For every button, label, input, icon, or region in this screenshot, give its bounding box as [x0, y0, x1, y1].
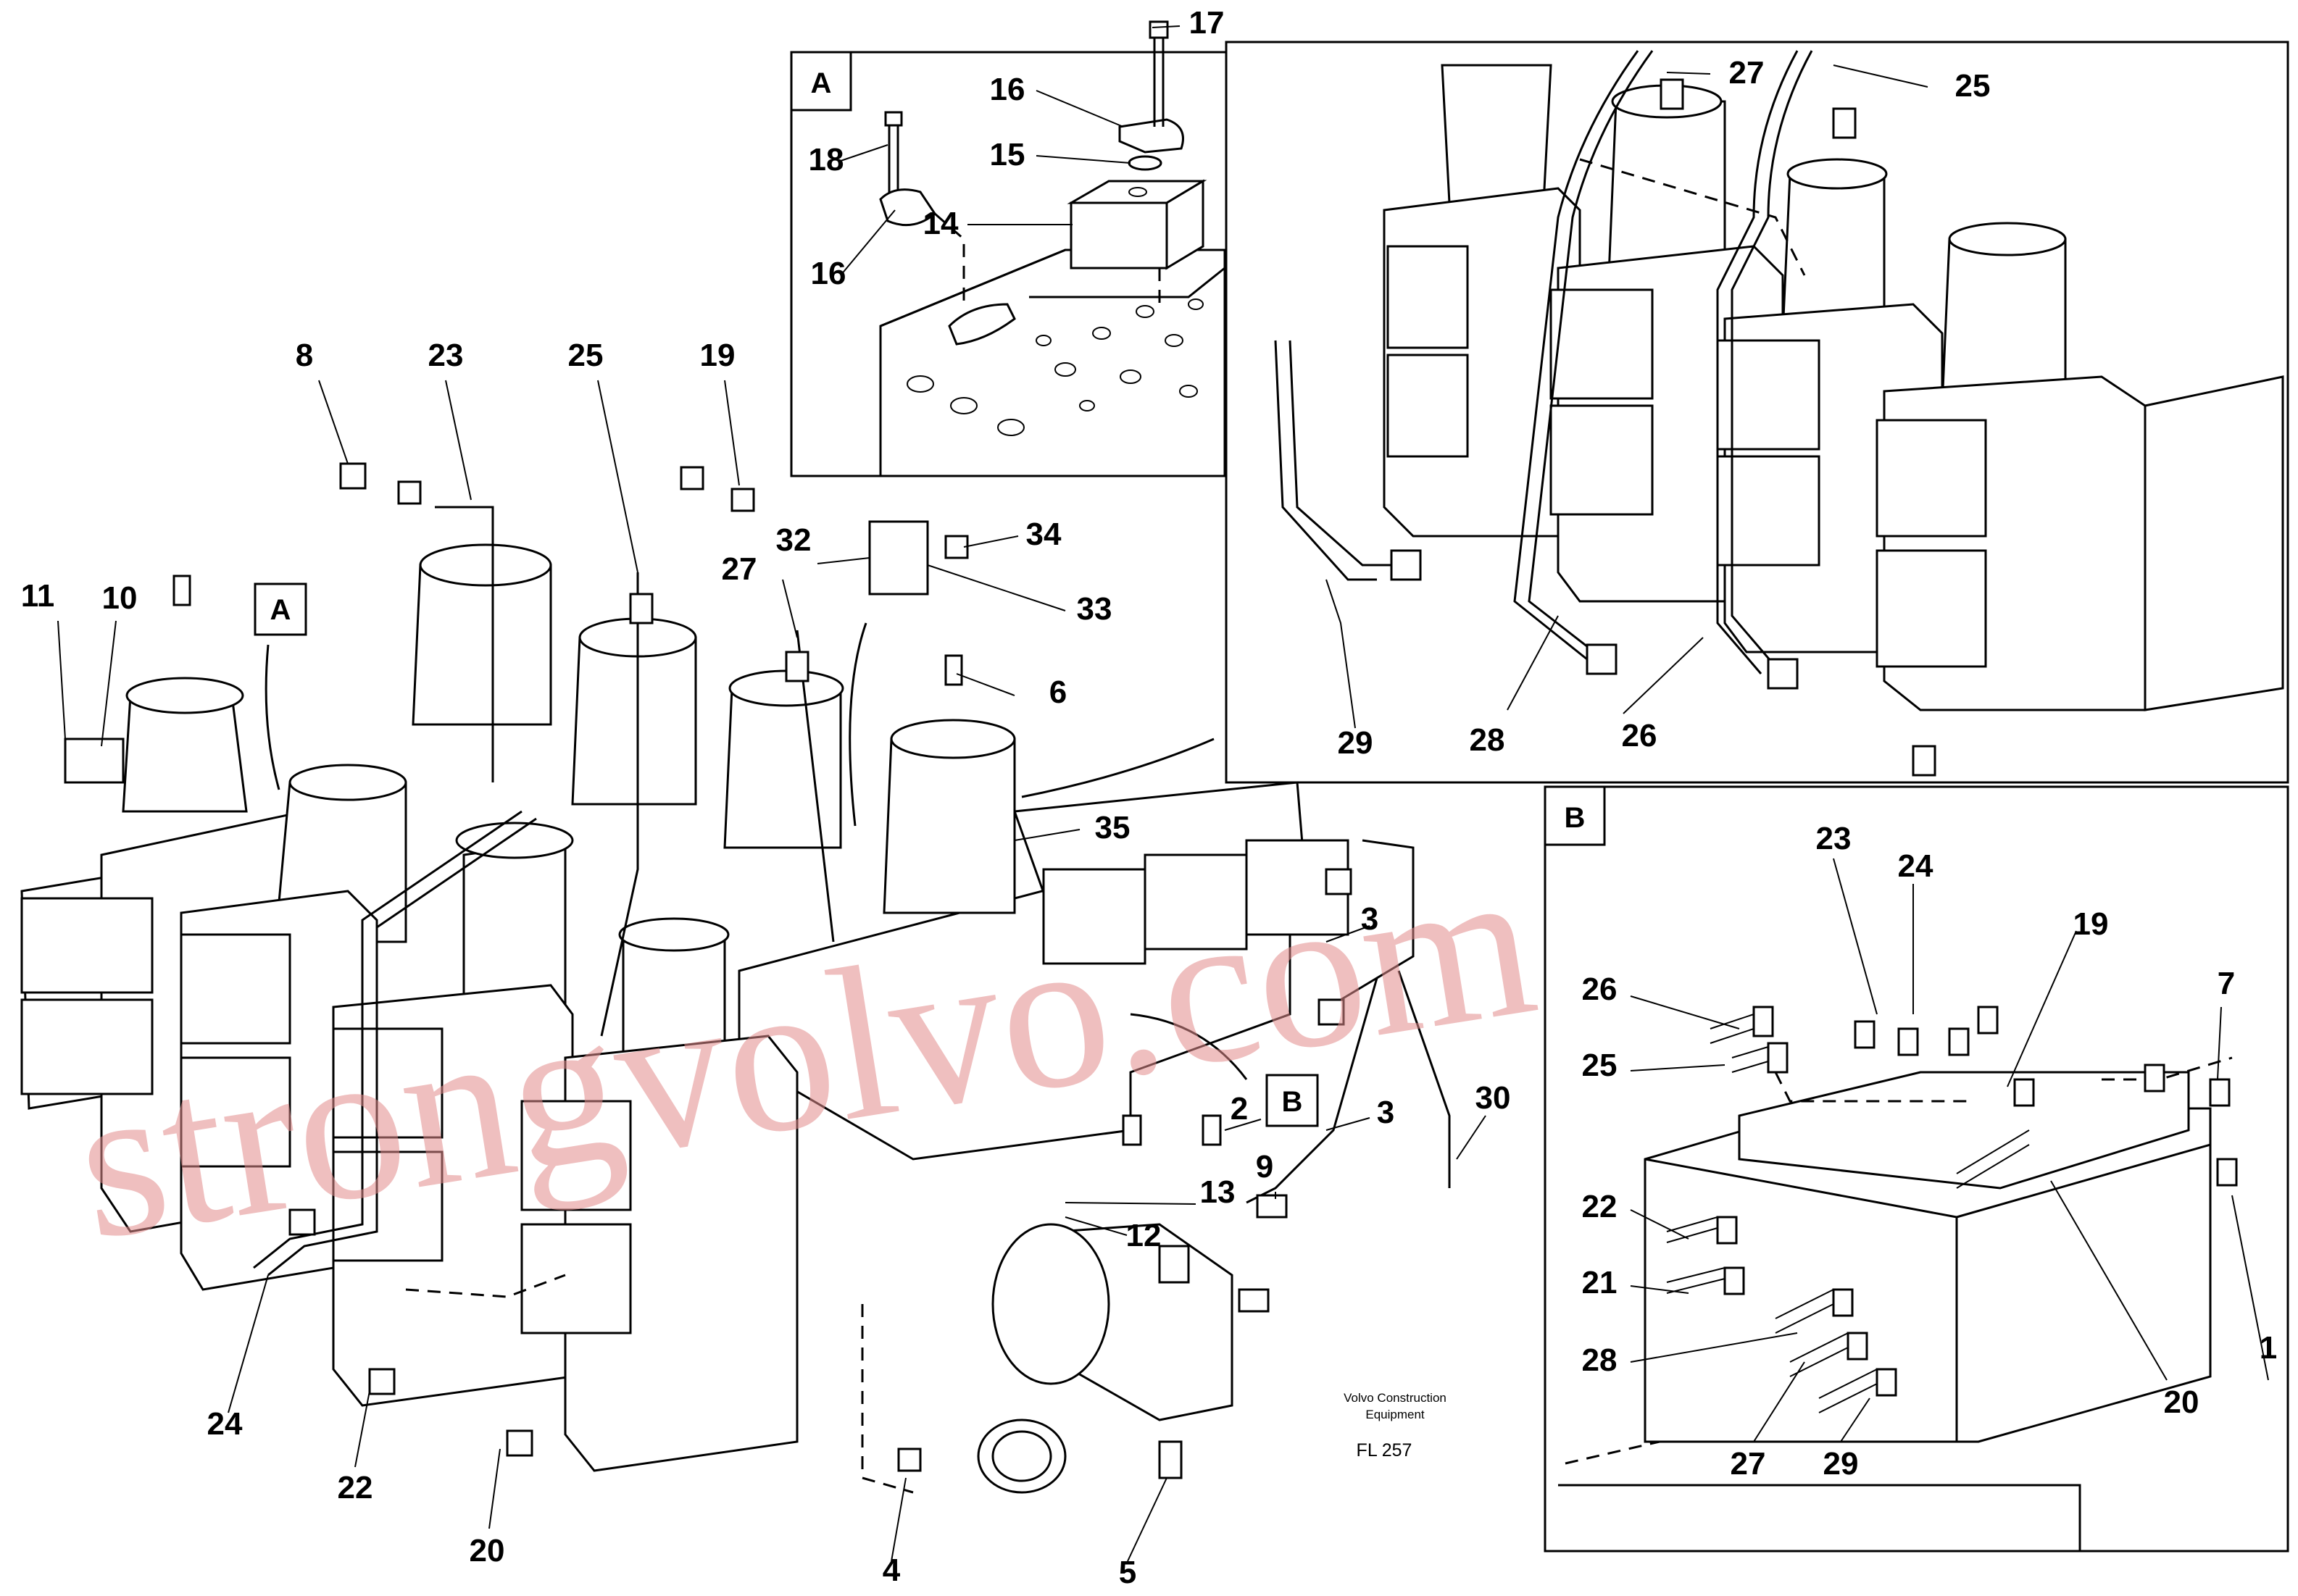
callout-label: 8 [296, 338, 313, 373]
callout-label: 23 [428, 338, 464, 373]
callouts-main: 8 23 25 19 11 10 27 32 34 33 6 35 3 3 30… [21, 338, 1511, 1590]
callout-label: 28 [1470, 722, 1505, 758]
callouts-detail-a: 17 16 15 18 14 16 [809, 5, 1225, 291]
detail-b-drawing [1558, 1006, 2238, 1551]
callout-label: 25 [1582, 1048, 1618, 1083]
detail-a-tab [790, 51, 852, 112]
callout-label: 7 [2218, 966, 2235, 1001]
callout-label: 3 [1377, 1095, 1394, 1130]
detail-b-tab-label: B [1565, 802, 1586, 834]
callout-label: 24 [1898, 848, 1933, 884]
callout-label: 27 [1729, 55, 1765, 91]
detail-a-drawing [879, 20, 1226, 477]
view-marker-b-label: B [1282, 1086, 1303, 1118]
leader-lines [57, 25, 2269, 1562]
callout-label: 34 [1026, 517, 1062, 552]
callout-label: 22 [338, 1470, 373, 1505]
caption-line-2: Equipment [1365, 1408, 1425, 1421]
callout-label: 26 [1622, 718, 1657, 753]
callout-label: 21 [1582, 1265, 1618, 1300]
view-marker-a: A [254, 582, 307, 636]
detail-top-drawing [1274, 50, 2284, 777]
callout-label: 32 [776, 522, 812, 558]
callout-label: 17 [1189, 5, 1225, 41]
callout-label: 33 [1077, 591, 1112, 627]
main-assembly-drawing [20, 462, 1451, 1494]
callout-label: 19 [2073, 906, 2109, 942]
detail-a-tab-label: A [811, 67, 832, 99]
callout-label: 20 [2164, 1384, 2199, 1420]
callout-label: 29 [1338, 725, 1373, 761]
callout-label: 27 [1731, 1446, 1766, 1482]
callout-label: 24 [207, 1406, 243, 1442]
callout-label: 9 [1256, 1149, 1273, 1185]
callout-label: 16 [811, 256, 846, 291]
figure-caption: Volvo Construction Equipment FL 257 [1344, 1391, 1446, 1461]
callout-label: 5 [1119, 1555, 1136, 1590]
callout-label: 35 [1095, 810, 1131, 845]
callout-label: 14 [923, 206, 959, 241]
callout-label: 11 [21, 578, 55, 614]
callout-label: 25 [1955, 68, 1991, 104]
callout-label: 18 [809, 142, 844, 177]
callout-label: 1 [2260, 1330, 2277, 1366]
callout-label: 12 [1126, 1218, 1162, 1253]
callout-label: 23 [1816, 821, 1852, 856]
detail-b-frame [1544, 785, 2289, 1553]
view-marker-a-label: A [270, 594, 291, 626]
figure-code: FL 257 [1357, 1440, 1412, 1461]
callout-label: 13 [1200, 1174, 1236, 1210]
callouts-detail-b: 23 24 26 25 19 7 22 21 28 27 29 20 1 [1582, 821, 2278, 1482]
callout-label: 16 [990, 72, 1025, 107]
callout-label: 29 [1823, 1446, 1859, 1482]
callout-label: 28 [1582, 1342, 1618, 1378]
callout-label: 10 [102, 580, 138, 616]
callout-label: 27 [722, 551, 757, 587]
callout-label: 3 [1361, 901, 1378, 937]
callout-label: 4 [883, 1553, 901, 1588]
callout-label: 30 [1475, 1080, 1511, 1116]
callout-label: 6 [1049, 674, 1067, 710]
callout-label: 15 [990, 137, 1025, 172]
callout-label: 22 [1582, 1189, 1618, 1224]
caption-line-1: Volvo Construction [1344, 1391, 1446, 1405]
callout-label: 26 [1582, 972, 1618, 1007]
callouts-detail-top: 27 25 29 28 26 [1338, 55, 1991, 761]
detail-top-frame [1225, 41, 2289, 784]
callout-label: 2 [1231, 1091, 1248, 1127]
detail-b-tab [1544, 785, 1606, 846]
callout-label: 25 [568, 338, 604, 373]
view-marker-b: B [1265, 1074, 1319, 1127]
callout-label: 19 [700, 338, 736, 373]
callout-label: 20 [470, 1533, 505, 1568]
